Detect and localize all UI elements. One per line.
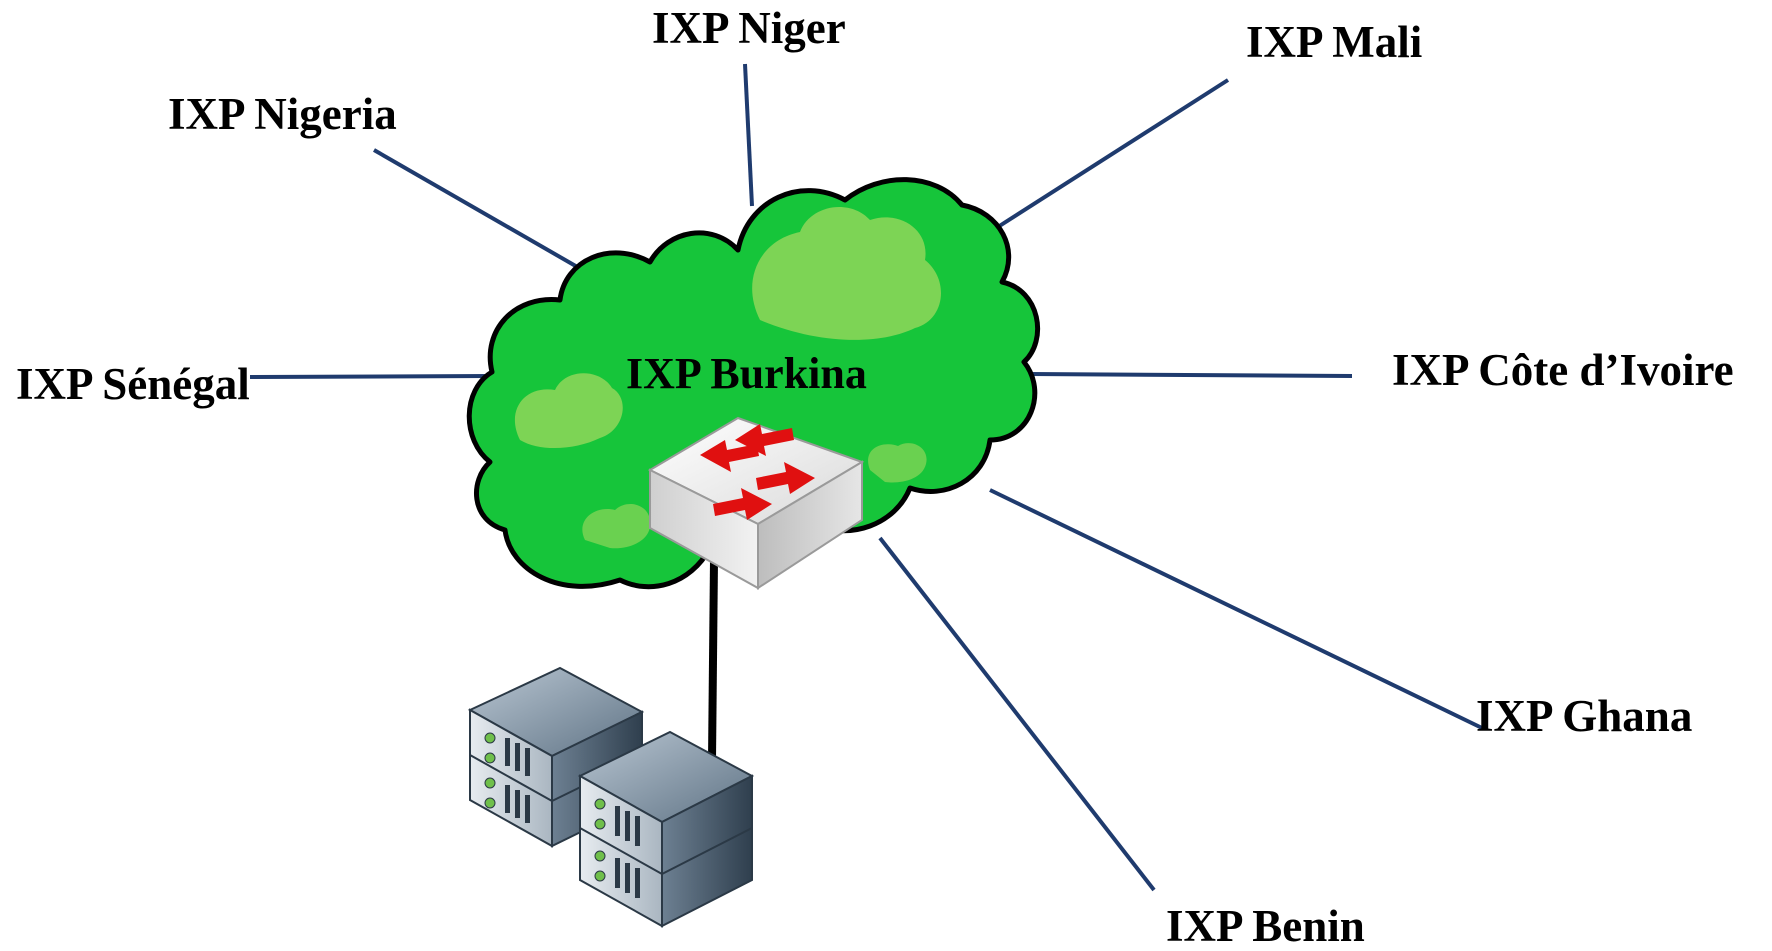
peer-label-cote-divoire: IXP Côte d’Ivoire: [1392, 345, 1734, 395]
peer-label-benin: IXP Benin: [1166, 901, 1365, 951]
link-benin: [878, 536, 1156, 892]
link-senegal: [249, 374, 491, 379]
hub-label: IXP Burkina: [626, 349, 867, 398]
link-niger: [743, 63, 754, 207]
peer-label-niger: IXP Niger: [652, 3, 846, 53]
link-ghana: [989, 488, 1483, 730]
peer-label-nigeria: IXP Nigeria: [168, 89, 397, 139]
peer-links: [249, 63, 1483, 892]
server-unit: [577, 730, 755, 928]
cloud-icon: [466, 177, 1040, 590]
link-cote-divoire: [1029, 372, 1353, 378]
peer-label-senegal: IXP Sénégal: [16, 359, 250, 409]
server-rack-icon: [467, 666, 755, 928]
peer-label-ghana: IXP Ghana: [1476, 691, 1693, 741]
link-mali: [988, 78, 1230, 234]
switch-icon: [647, 416, 865, 590]
uplink: [708, 559, 718, 761]
peer-label-mali: IXP Mali: [1246, 17, 1423, 67]
link-nigeria: [373, 148, 601, 282]
